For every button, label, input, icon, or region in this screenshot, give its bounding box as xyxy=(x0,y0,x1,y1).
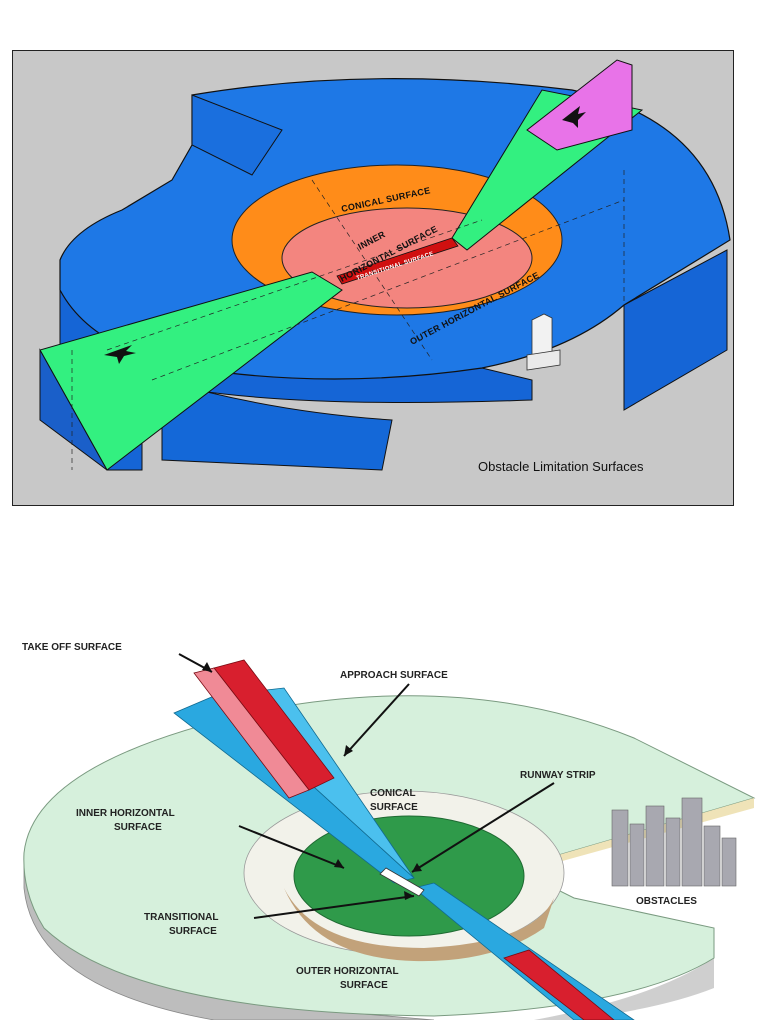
takeoff-surface xyxy=(526,59,633,151)
diagram-bottom-svg: TAKE OFF SURFACE APPROACH SURFACE CONICA… xyxy=(22,642,756,1021)
approach-surface-left-end xyxy=(39,348,108,471)
arrowheads xyxy=(202,662,422,900)
aircraft-icon-left xyxy=(104,345,136,364)
city-skyline-icon xyxy=(611,797,737,887)
label-approach-surface: APPROACH SURFACE xyxy=(340,670,448,681)
label-outer-line2: SURFACE xyxy=(340,980,388,991)
label-conical-line2: SURFACE xyxy=(370,802,418,813)
outer-surface-notch xyxy=(191,94,283,176)
label-transitional-line2: SURFACE xyxy=(169,926,217,937)
label-inner-line1: INNER HORIZONTAL xyxy=(76,808,175,819)
runway xyxy=(336,237,459,285)
outer-surface-right-wall xyxy=(623,249,728,411)
dashed-guide-lines xyxy=(71,170,625,470)
figure-caption: Obstacle Limitation Surfaces xyxy=(478,459,644,474)
takeoff-surface-upper-side xyxy=(193,667,310,799)
label-takeoff-surface: TAKE OFF SURFACE xyxy=(22,642,122,653)
runway-strip xyxy=(379,867,425,897)
building-base-icon xyxy=(526,349,561,371)
label-runway-strip: RUNWAY STRIP xyxy=(520,770,596,781)
label-conical-line1: CONICAL xyxy=(370,788,416,799)
aircraft-icon-right xyxy=(562,106,586,128)
outer-disc-right-wall xyxy=(534,958,714,1020)
label-outer-line1: OUTER HORIZONTAL xyxy=(296,966,399,977)
label-transitional-line1: TRANSITIONAL xyxy=(144,912,218,923)
obstacle-surfaces-diagram-bottom: TAKE OFF SURFACE APPROACH SURFACE CONICA… xyxy=(14,628,760,1021)
label-obstacles: OBSTACLES xyxy=(636,896,697,907)
obstacle-surfaces-diagram-top: CONICAL SURFACE INNER HORIZONTAL SURFACE… xyxy=(12,50,734,506)
label-inner-line2: SURFACE xyxy=(114,822,162,833)
building-obstacle-icon xyxy=(531,313,553,361)
diagram-top-svg: CONICAL SURFACE INNER HORIZONTAL SURFACE… xyxy=(12,50,734,506)
